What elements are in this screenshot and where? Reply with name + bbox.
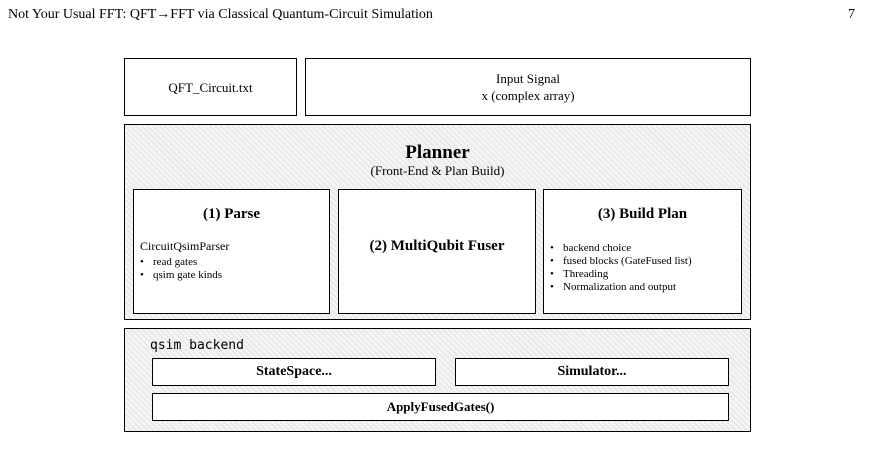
apply-fused-gates-label: ApplyFusedGates() — [386, 399, 495, 414]
build-plan-list: backend choice fused blocks (GateFused l… — [550, 242, 692, 294]
state-space-box: StateSpace... — [152, 358, 436, 386]
parse-box: (1) Parse CircuitQsimParser read gates q… — [133, 189, 330, 314]
parser-name: CircuitQsimParser — [140, 239, 230, 253]
list-item: backend choice — [550, 242, 692, 255]
planner-subtitle: (Front-End & Plan Build) — [370, 163, 505, 178]
simulator-box: Simulator... — [455, 358, 729, 386]
circuit-file-label: QFT_Circuit.txt — [168, 79, 253, 95]
build-plan-title: (3) Build Plan — [597, 206, 688, 222]
fuser-box: (2) MultiQubit Fuser — [338, 189, 536, 314]
backend-label: qsim backend — [150, 338, 244, 353]
list-item: Threading — [550, 268, 692, 281]
input-signal-box: Input Signal x (complex array) — [305, 58, 751, 116]
apply-fused-gates-box: ApplyFusedGates() — [152, 393, 729, 421]
parse-steps-list: read gates qsim gate kinds — [140, 256, 222, 282]
input-signal-title: Input Signal — [496, 71, 560, 86]
state-space-label: StateSpace... — [256, 364, 332, 379]
page-number: 7 — [848, 7, 855, 22]
circuit-file-box: QFT_Circuit.txt — [124, 58, 297, 116]
list-item: qsim gate kinds — [140, 269, 222, 282]
parse-title: (1) Parse — [202, 206, 261, 222]
running-header-title: Not Your Usual FFT: QFT→FFT via Classica… — [8, 7, 433, 22]
list-item: Normalization and output — [550, 281, 692, 294]
planner-title: Planner — [405, 142, 470, 163]
simulator-label: Simulator... — [557, 364, 627, 379]
fuser-title: (2) MultiQubit Fuser — [369, 238, 505, 254]
build-plan-box: (3) Build Plan backend choice fused bloc… — [543, 189, 742, 314]
input-signal-desc: x (complex array) — [481, 88, 575, 103]
list-item: fused blocks (GateFused list) — [550, 255, 692, 268]
list-item: read gates — [140, 256, 222, 269]
